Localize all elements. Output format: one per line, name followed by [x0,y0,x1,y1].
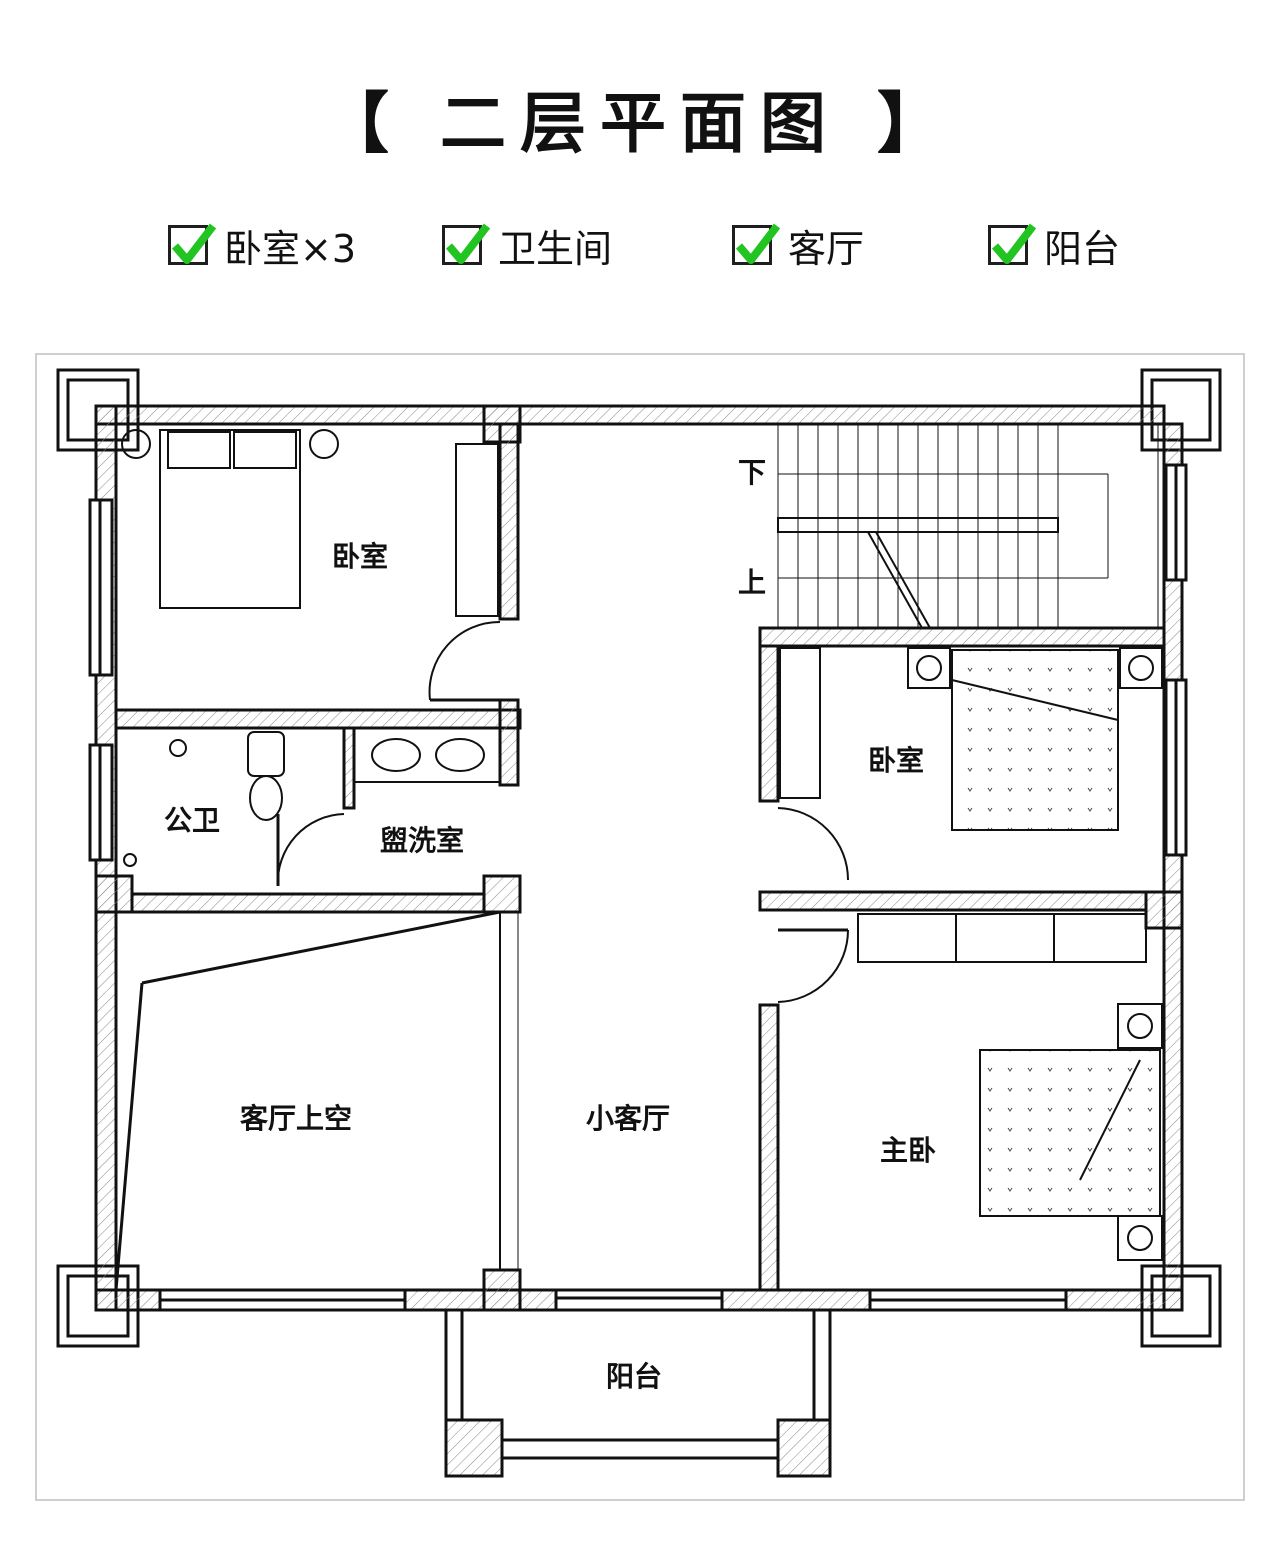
room-label-bedroom: 卧室 [868,744,924,777]
feature-label: 卧室×3 [224,226,357,271]
checkmark-icon [442,223,491,265]
room-label-bedroom: 卧室 [332,540,388,573]
room-label-living-void: 客厅上空 [240,1102,352,1135]
room-label-wash-room: 盥洗室 [380,824,464,857]
feature-living-room: 客厅 [732,220,865,271]
stair-treads [797,424,1039,628]
room-label-public-wc: 公卫 [164,804,220,837]
room-label-balcony: 阳台 [606,1360,662,1393]
checkmark-icon [168,223,217,265]
page-title: 【 二层平面图 】 [323,85,957,162]
feature-bathroom: 卫生间 [442,220,613,271]
checkmark-icon [988,223,1037,265]
walls [56,368,1222,1478]
room-label-small-living: 小客厅 [586,1102,670,1135]
feature-label: 阳台 [1044,226,1121,271]
stair-down-label: 下 [738,456,766,489]
feature-balcony: 阳台 [988,220,1121,271]
feature-label: 客厅 [788,226,865,271]
drawing-frame [35,353,1245,1501]
checkmark-icon [732,223,781,265]
feature-bedrooms: 卧室×3 [168,220,357,271]
stair-up-label: 上 [738,566,766,599]
room-label-master-bedroom: 主卧 [880,1134,936,1167]
feature-label: 卫生间 [498,226,613,271]
